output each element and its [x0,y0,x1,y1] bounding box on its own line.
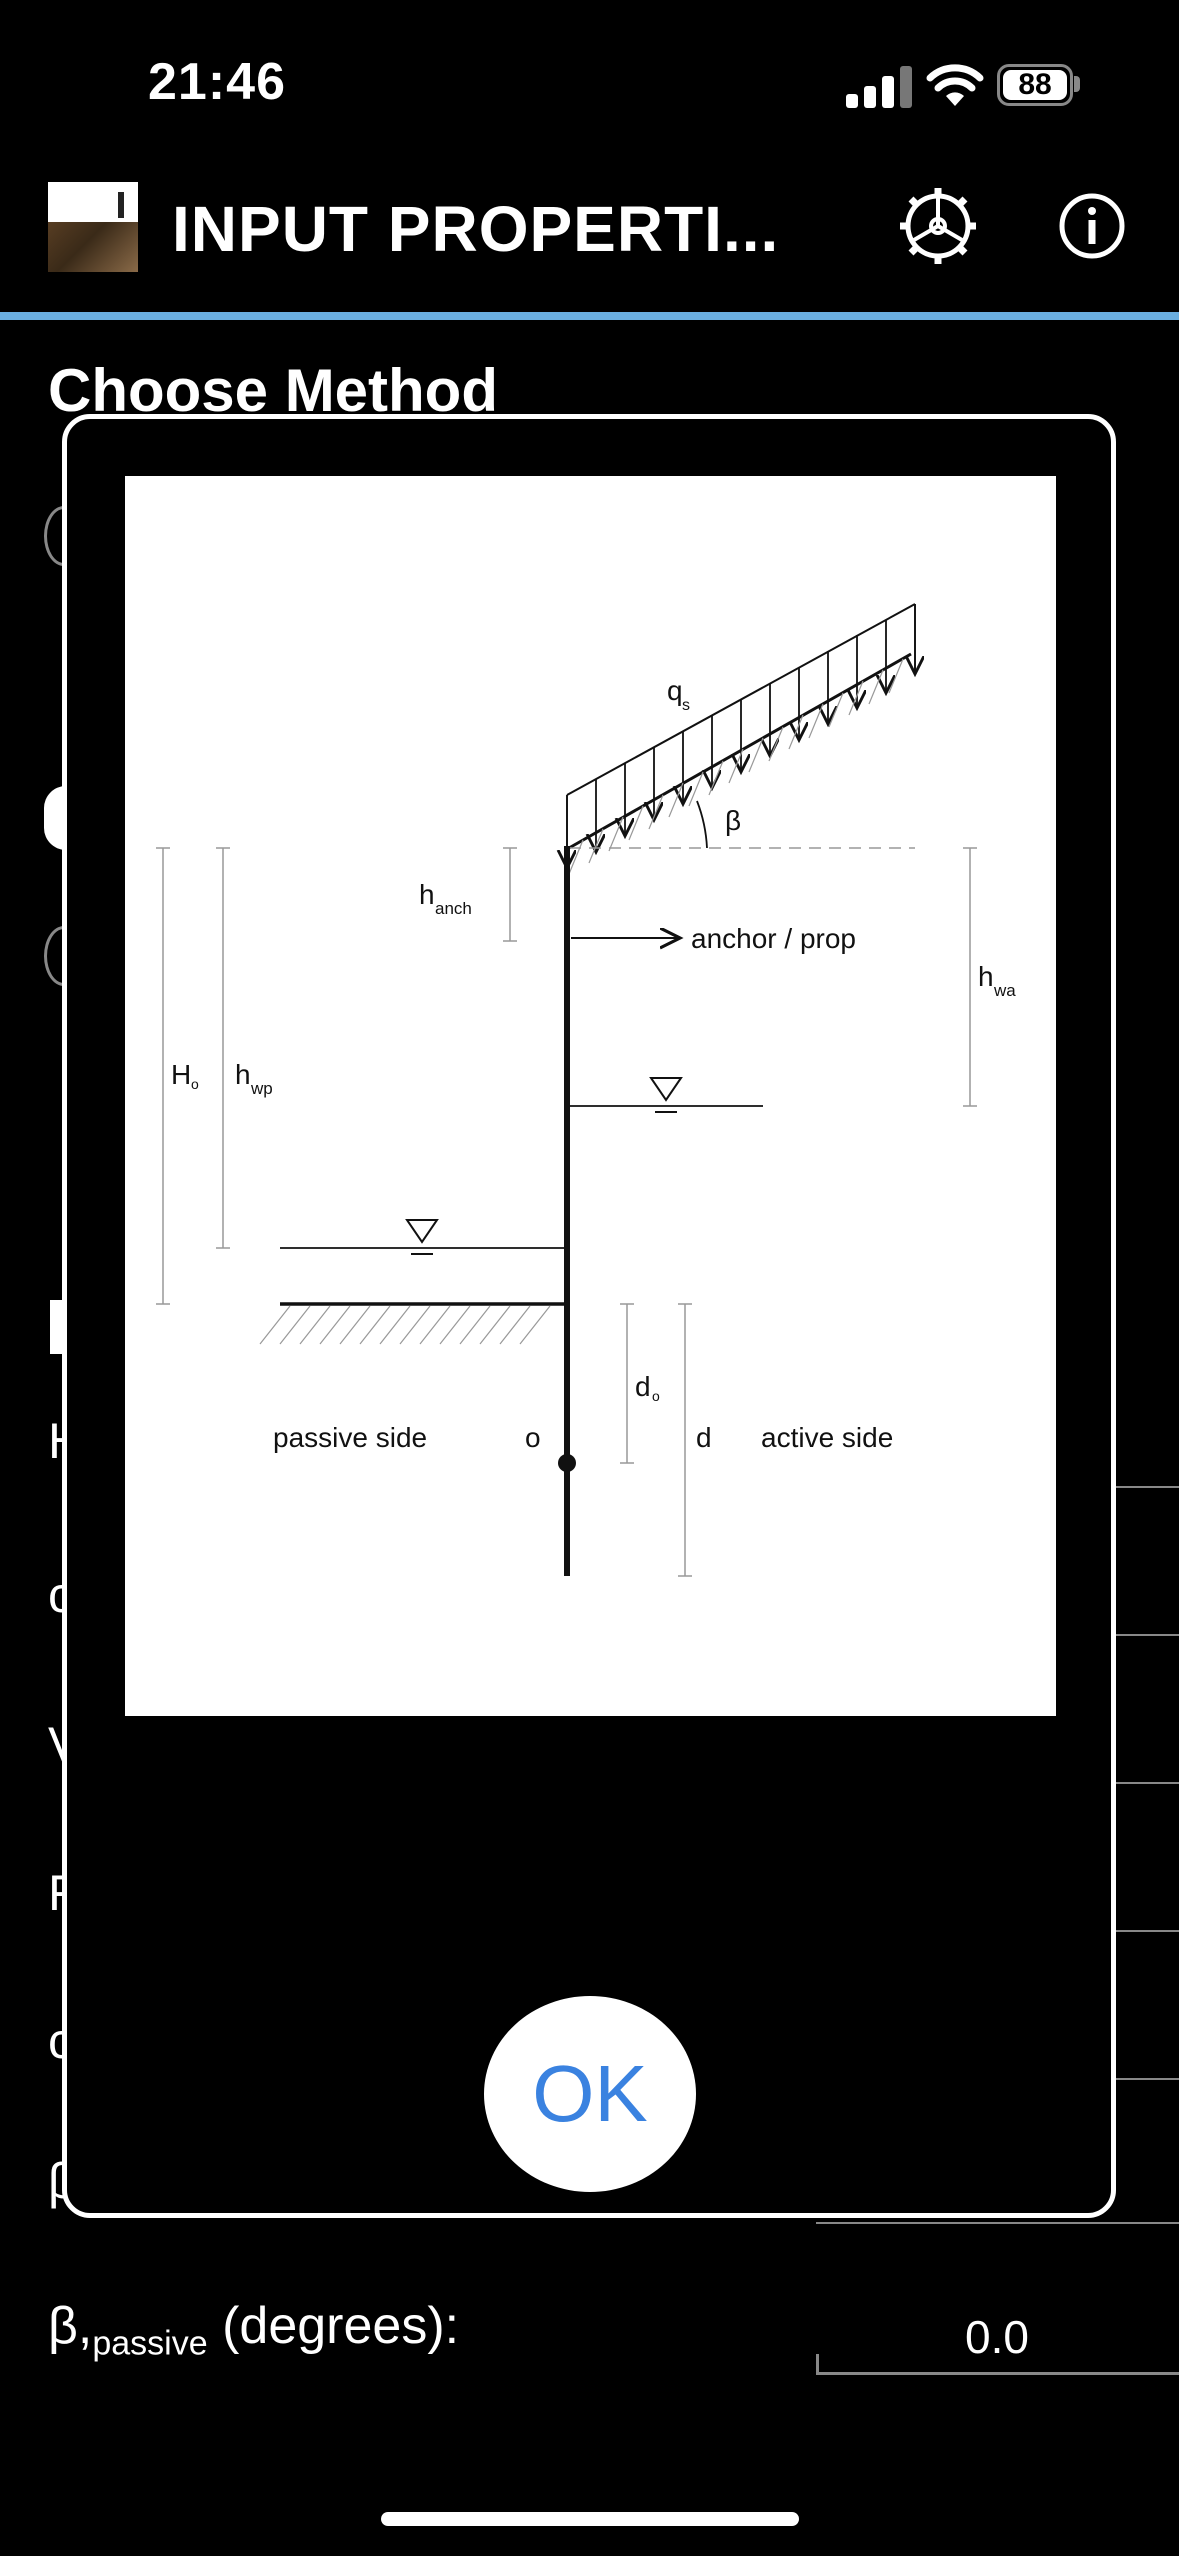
diagram-label-H0-main: H [171,1059,191,1090]
header-divider [0,312,1179,320]
input-underline [1116,1486,1179,1488]
diagram-label-hwp-sub: wp [250,1079,273,1098]
diagram-label-qs-sub: s [682,697,690,714]
status-time: 21:46 [148,53,286,111]
beta-passive-label: β,passive (degrees): [48,2297,460,2363]
battery-level: 88 [1003,70,1067,100]
battery-icon: 88 [997,64,1073,106]
diagram-label-qs-main: q [667,675,683,706]
diagram-label-passive: passive side [273,1422,427,1453]
input-underline [1116,1782,1179,1784]
retaining-wall-diagram: q s β h anch anchor / prop h wa H o h wp [125,476,1056,1716]
input-underline [1116,2078,1179,2080]
app-header: INPUT PROPERTI... [0,170,1179,314]
diagram-label-hanch-main: h [419,879,435,910]
status-bar: 21:46 88 [0,0,1179,170]
diagram-label-H0-sub: o [191,1076,199,1092]
battery-tip [1074,76,1080,92]
diagram-label-d: d [696,1422,712,1453]
wifi-icon [926,64,984,106]
diagram-label-hwa-main: h [978,961,994,992]
input-tick [816,2354,819,2374]
diagram-label-anchor: anchor / prop [691,923,856,954]
choose-method-heading: Choose Method [48,357,498,424]
beta-passive-input[interactable]: 0.0 [965,2311,1029,2363]
ok-button[interactable]: OK [484,1996,696,2192]
diagram-label-hwa-sub: wa [993,981,1016,1000]
home-indicator[interactable] [381,2512,799,2526]
page-title: INPUT PROPERTI... [172,193,780,265]
cellular-signal-icon [846,66,916,108]
app-logo [48,182,138,272]
diagram-label-o: o [525,1422,541,1453]
diagram-label-d0-sub: o [652,1388,660,1404]
diagram-label-beta: β [725,805,741,836]
section-heading-fragment [50,1300,64,1354]
info-icon[interactable] [1050,184,1134,268]
diagram-label-d0-main: d [635,1371,651,1402]
method-toggle-fragment[interactable] [44,786,66,850]
input-underline [1116,1930,1179,1932]
sloped-ground [568,652,915,875]
diagram-label-hwp-main: h [235,1059,251,1090]
input-underline [1116,1634,1179,1636]
input-underline [816,2222,1179,2224]
beta-passive-underline [816,2372,1179,2375]
diagram-label-hanch-sub: anch [435,899,472,918]
settings-gear-icon[interactable] [896,184,980,268]
surcharge-load [567,603,915,868]
diagram-label-active: active side [761,1422,893,1453]
